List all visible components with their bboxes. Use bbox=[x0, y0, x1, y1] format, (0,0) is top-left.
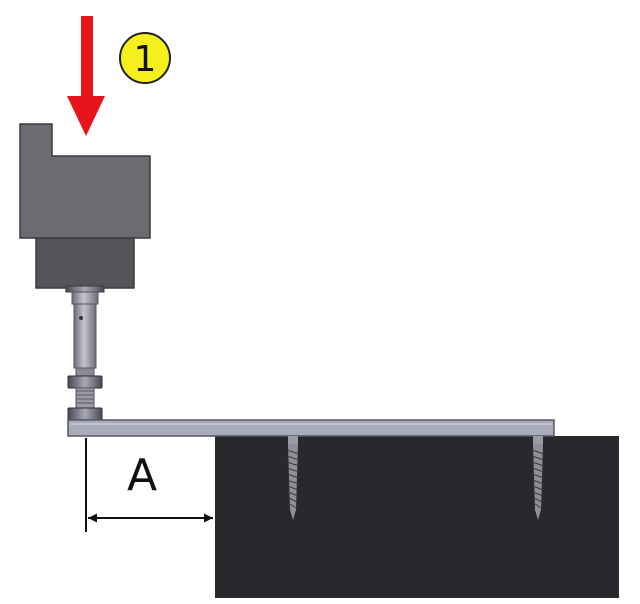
mounting-block bbox=[215, 436, 619, 598]
actuator bbox=[19, 123, 151, 289]
dimension-a: A bbox=[85, 438, 213, 532]
actuator-body bbox=[19, 123, 151, 239]
mounting-bracket bbox=[67, 419, 555, 437]
screw-left bbox=[286, 436, 300, 520]
screw-right bbox=[531, 436, 545, 520]
plunger-rod bbox=[65, 285, 105, 377]
circled-number-icon: 1 bbox=[119, 32, 171, 84]
dimension-label: A bbox=[127, 450, 157, 501]
adjustment-nuts bbox=[67, 375, 103, 421]
step-marker-number: 1 bbox=[134, 39, 157, 80]
down-arrow-icon bbox=[67, 16, 105, 136]
actuator-base bbox=[35, 237, 135, 289]
